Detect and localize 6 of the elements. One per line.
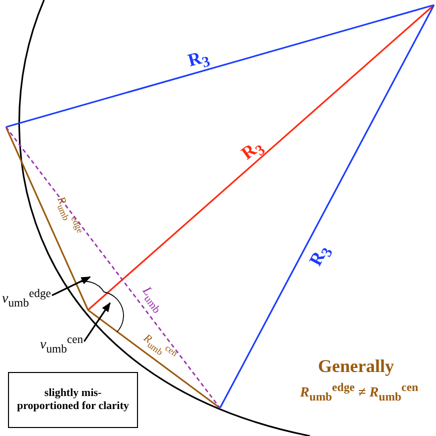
leader-arrow (83, 302, 111, 342)
note-heading: Generally (318, 357, 394, 375)
length-label: R$_{3}$ (186, 46, 212, 74)
angle-arc (104, 292, 124, 332)
note-box: slightly mis-proportioned for clarity (8, 372, 138, 428)
leader-arrow (52, 276, 91, 296)
